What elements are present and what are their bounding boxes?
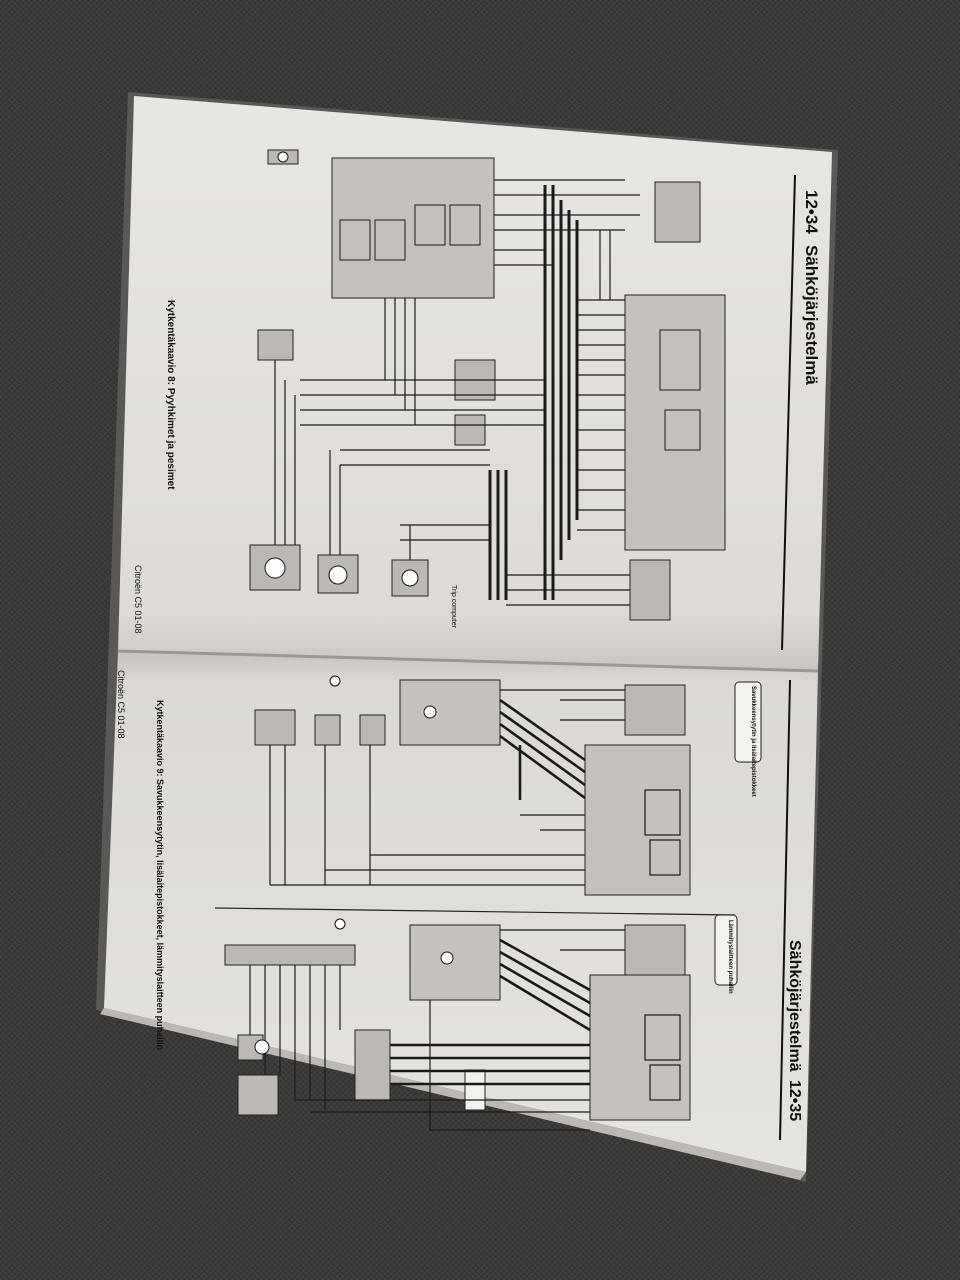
section-label-box-1: Savukkeensytytin ja lisälaitepistokkeet xyxy=(734,681,762,797)
top-caption: Kytkentäkaavio 8: Pyyhkimet ja pesimet xyxy=(165,300,176,490)
top-wiring-diagram xyxy=(249,149,726,621)
bottom-wiring-diagram xyxy=(224,675,691,1131)
top-header-rule xyxy=(781,174,796,651)
section-divider xyxy=(214,907,736,916)
bottom-page-content: Sähköjärjestelmä 12•35 Kytkentäkaavio 9:… xyxy=(116,670,803,1141)
top-footer: Citroën C5 01-08 xyxy=(133,565,143,634)
svg-text:Lämmityslaitteen puhallin: Lämmityslaitteen puhallin xyxy=(727,920,733,994)
top-page-content: 12•34 Sähköjärjestelmä Kytkentäkaavio 8:… xyxy=(133,149,821,651)
bottom-header-rule xyxy=(779,679,791,1141)
spine-fold xyxy=(117,649,819,673)
svg-text:Savukkeensytytin ja lisälaitep: Savukkeensytytin ja lisälaitepistokkeet xyxy=(750,686,756,797)
bottom-caption: Kytkentäkaavio 9: Savukkeensytytin, lisä… xyxy=(155,700,165,1050)
bottom-header-title: Sähköjärjestelmä xyxy=(786,940,803,1072)
bottom-footer: Citroën C5 01-08 xyxy=(116,670,126,739)
bottom-header-number: 12•35 xyxy=(786,1080,803,1121)
section-label-box-2: Lämmityslaitteen puhallin xyxy=(714,914,738,994)
top-header-number: 12•34 xyxy=(802,190,821,234)
top-header-title: Sähköjärjestelmä xyxy=(802,245,821,385)
page-stack-edge xyxy=(100,1008,806,1180)
top-trip-computer-note: Trip computer xyxy=(450,585,457,629)
